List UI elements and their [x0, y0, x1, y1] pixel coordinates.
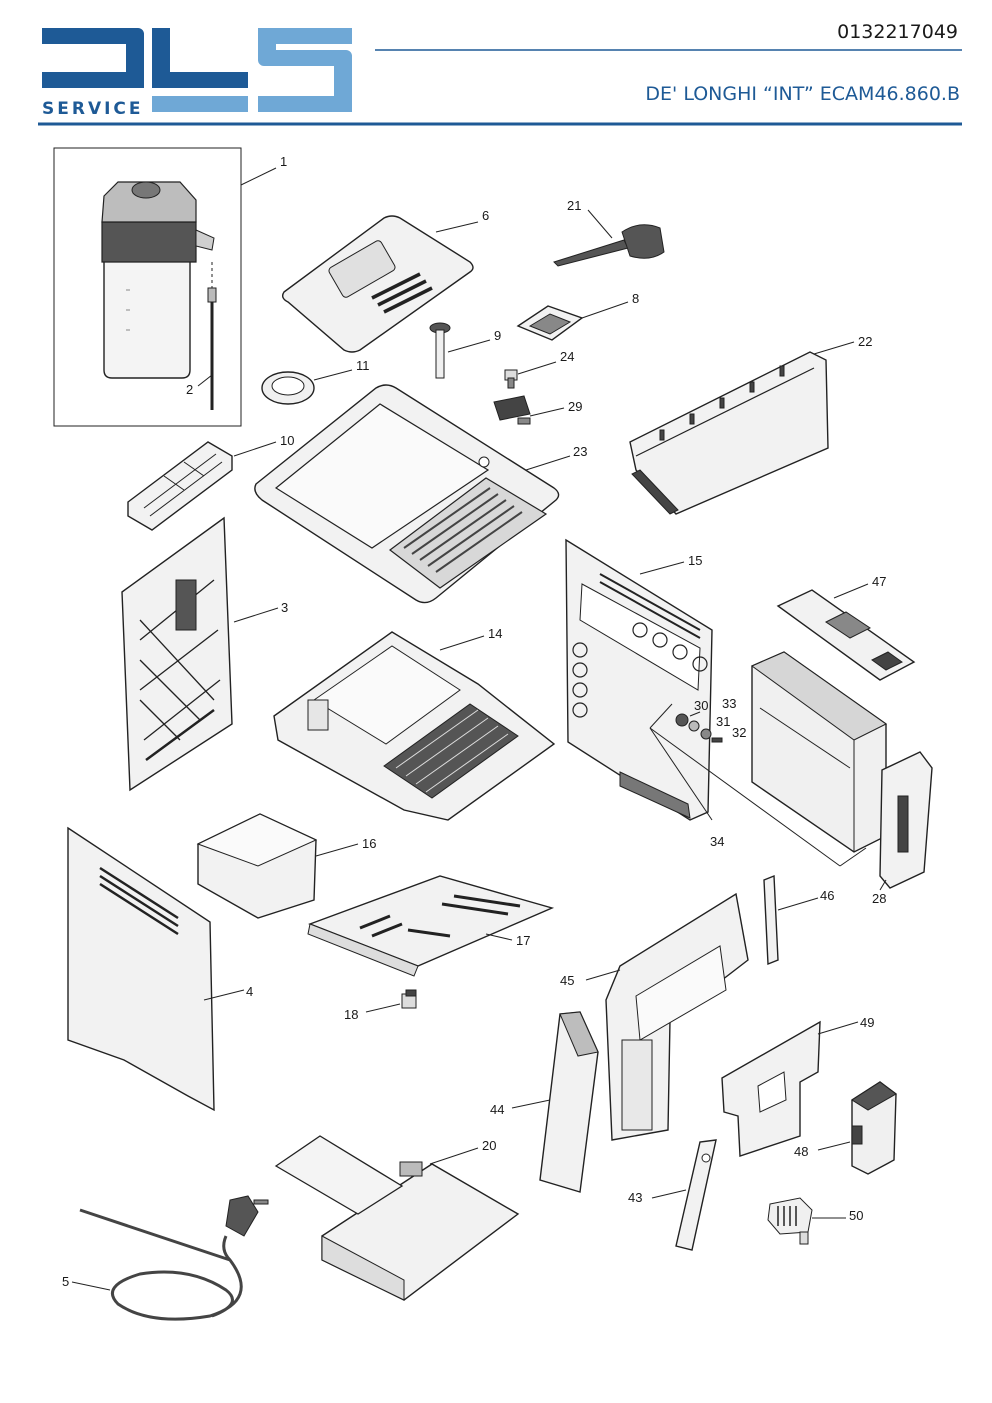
callout-9: 9	[494, 328, 501, 343]
callout-34: 34	[710, 834, 724, 849]
left-frame-panel	[121, 516, 233, 792]
strip-43	[675, 1139, 717, 1251]
cover-plate-49	[721, 1020, 821, 1157]
grounds-container	[196, 813, 318, 919]
right-frame	[565, 538, 713, 821]
screw-set	[675, 713, 723, 743]
callout-4: 4	[246, 984, 253, 999]
callout-6: 6	[482, 208, 489, 223]
grinder-knob	[429, 322, 451, 379]
bracket-46	[763, 874, 779, 966]
dls-logo: SERVICE	[42, 28, 352, 119]
milk-jug	[101, 181, 215, 379]
model-title: DE' LONGHI “INT” ECAM46.860.B	[645, 83, 960, 105]
callout-23: 23	[573, 444, 587, 459]
callout-22: 22	[858, 334, 872, 349]
callout-11: 11	[356, 358, 370, 373]
top-lid	[281, 215, 474, 353]
water-tank-lid	[776, 589, 916, 681]
funnel-ring	[261, 371, 315, 405]
module-48	[851, 1081, 897, 1175]
callout-20: 20	[482, 1138, 496, 1153]
callout-18: 18	[344, 1007, 358, 1022]
connector-50	[767, 1197, 813, 1245]
callout-17: 17	[516, 933, 530, 948]
block-18	[401, 989, 417, 1009]
callout-8: 8	[632, 291, 639, 306]
callout-29: 29	[568, 399, 582, 414]
callout-31: 31	[716, 714, 730, 729]
microswitch-29	[493, 395, 531, 425]
callout-44: 44	[490, 1102, 504, 1117]
callout-2: 2	[186, 382, 193, 397]
callout-43: 43	[628, 1190, 642, 1205]
chassis-base	[273, 631, 556, 821]
callout-21: 21	[567, 198, 581, 213]
callout-45: 45	[560, 973, 574, 988]
callout-49: 49	[860, 1015, 874, 1030]
measuring-scoop	[553, 224, 665, 267]
milk-tube	[207, 262, 217, 410]
callout-1: 1	[280, 154, 287, 169]
document-number: 0132217049	[837, 21, 958, 43]
callout-46: 46	[820, 888, 834, 903]
callout-10: 10	[280, 433, 294, 448]
callout-47: 47	[872, 574, 886, 589]
callout-14: 14	[488, 626, 502, 641]
callout-30: 30	[694, 698, 708, 713]
water-tank	[750, 651, 887, 853]
left-side-cover	[67, 826, 215, 1112]
milk-jug-box	[53, 147, 242, 427]
inner-frame	[605, 892, 749, 1141]
callout-48: 48	[794, 1144, 808, 1159]
screw-24	[504, 369, 518, 389]
top-cover	[254, 384, 560, 604]
callout-50: 50	[849, 1208, 863, 1223]
cover-cap	[516, 305, 584, 341]
drip-grid-10	[127, 441, 233, 531]
callout-28: 28	[872, 891, 886, 906]
callout-15: 15	[688, 553, 702, 568]
callout-5: 5	[62, 1274, 69, 1289]
callout-16: 16	[362, 836, 376, 851]
callout-24: 24	[560, 349, 574, 364]
drip-tray	[274, 1135, 520, 1301]
side-trim-44	[539, 1011, 599, 1193]
callout-33: 33	[722, 696, 736, 711]
cup-grid	[307, 875, 555, 977]
logo-service-text: SERVICE	[42, 99, 144, 119]
callout-3: 3	[281, 600, 288, 615]
water-tank-handle	[879, 751, 933, 889]
power-cord	[79, 1195, 269, 1321]
callout-32: 32	[732, 725, 746, 740]
bean-container	[629, 351, 829, 515]
